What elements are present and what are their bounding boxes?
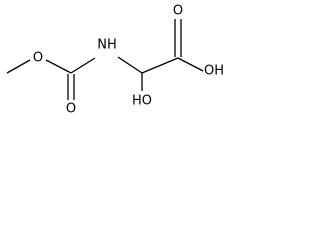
bond-methyl-ester-o (6, 59, 31, 74)
atom-ester-o: O (33, 51, 43, 66)
atom-acid-oh: OH (204, 64, 224, 79)
bond-ester-o-carbamate-c (45, 59, 72, 74)
atom-acid-carbonyl-o: O (173, 4, 183, 19)
bond-nh-alpha-c (117, 56, 143, 74)
atom-carbamate-carbonyl-o: O (66, 102, 76, 117)
bonds (6, 19, 204, 100)
molecule-structure: O O NH O OH HO (6, 4, 224, 117)
bond-carbamate-c-nh (70, 57, 96, 74)
atom-amide-nh: NH (97, 38, 117, 53)
atom-labels: O O NH O OH HO (33, 4, 224, 117)
bond-alpha-c-carboxyl-c (141, 57, 179, 74)
bond-carboxyl-c-oh (177, 57, 204, 72)
atom-hydroxyl-ho: HO (132, 94, 152, 109)
